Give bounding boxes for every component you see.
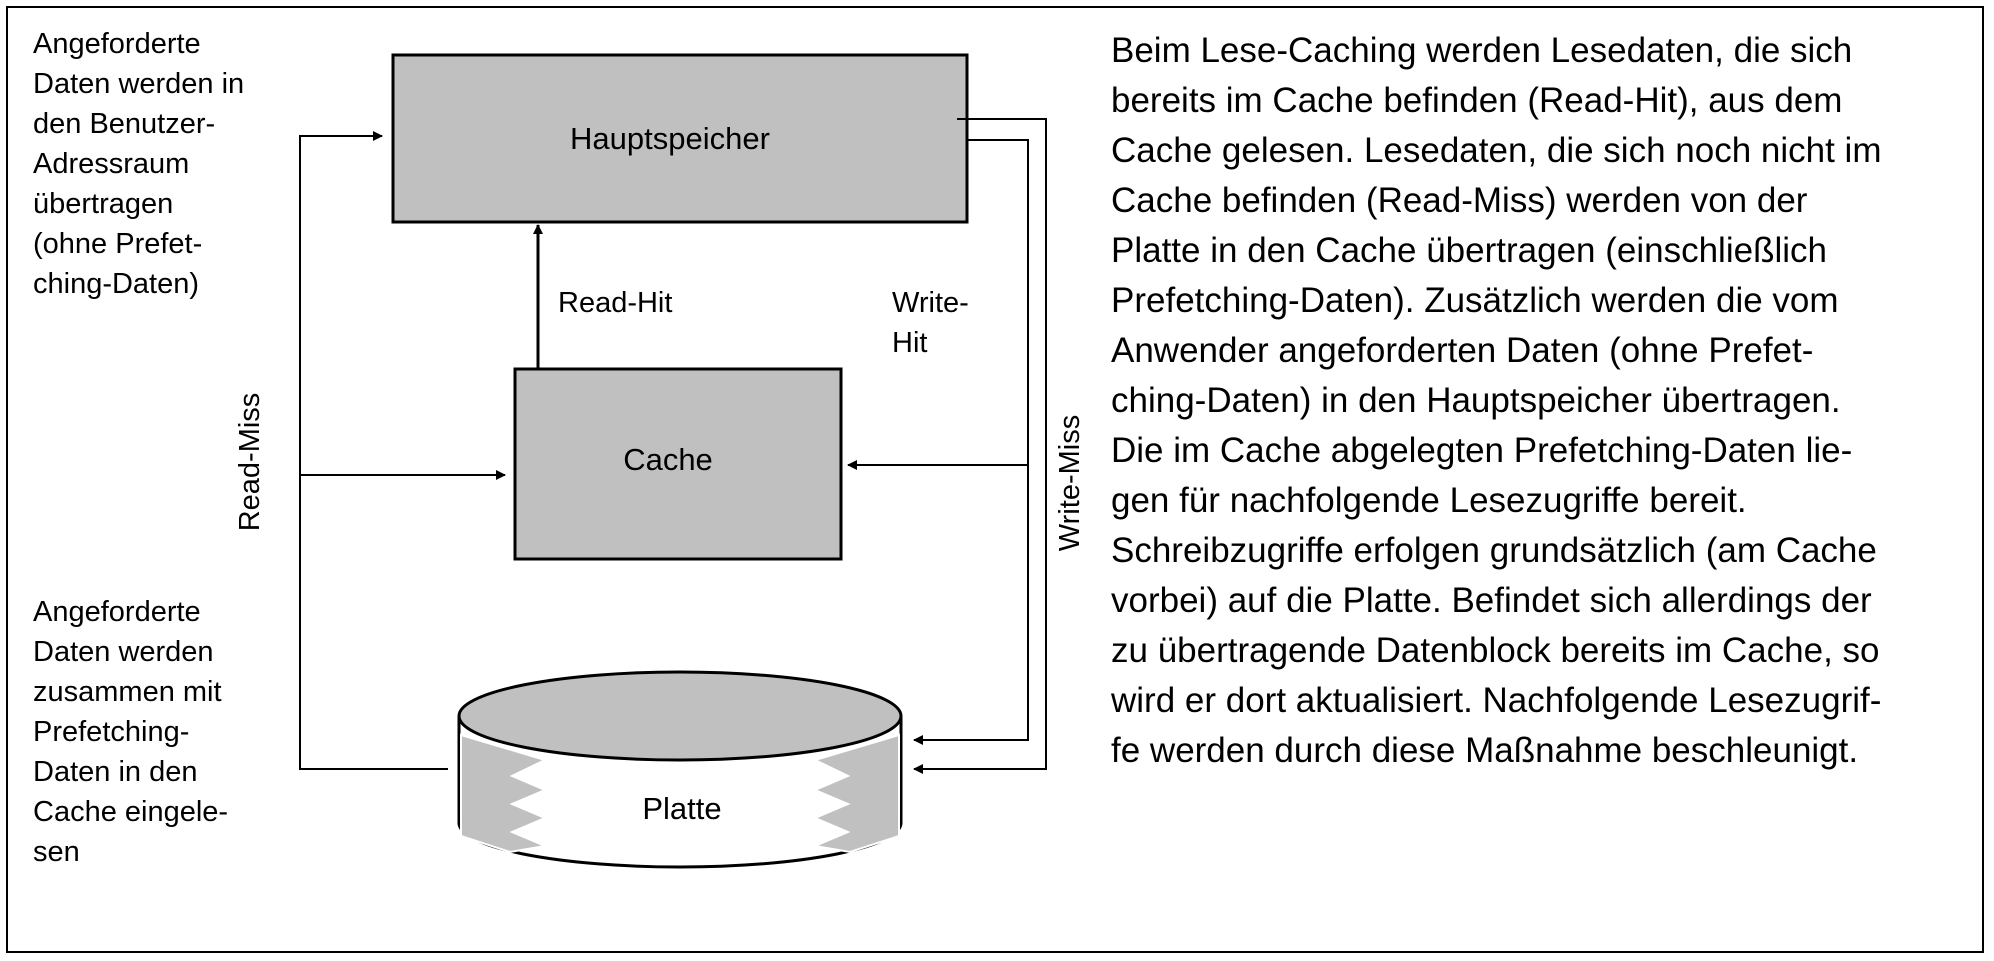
note-line: (ohne Prefet-	[33, 228, 203, 260]
description-line: wird er dort aktualisiert. Nachfolgende …	[1111, 681, 1882, 720]
note-line: Cache eingele-	[33, 796, 229, 828]
note-line: Prefetching-	[33, 716, 190, 748]
note-line: Daten in den	[33, 756, 198, 788]
description-line: ching-Daten) in den Hauptspeicher übertr…	[1111, 381, 1841, 420]
description-line: Prefetching-Daten). Zusätzlich werden di…	[1111, 281, 1839, 320]
write-miss-line	[913, 118, 1047, 774]
description-line: Cache befinden (Read-Miss) werden von de…	[1111, 181, 1808, 220]
note-line: übertragen	[33, 188, 174, 220]
description-text: Beim Lese-Caching werden Lesedaten, die …	[1111, 26, 1881, 776]
description-line: bereits im Cache befinden (Read-Hit), au…	[1111, 81, 1843, 120]
note-line: zusammen mit	[33, 676, 222, 708]
description-line: Anwender angeforderten Daten (ohne Prefe…	[1111, 331, 1814, 370]
write-miss-label: Write-Miss	[1054, 415, 1086, 551]
write-hit-label: Write- Hit	[892, 287, 977, 359]
platte-right-shading	[811, 733, 900, 854]
note-read-to-user-space: Angeforderte Daten werden in den Benutze…	[33, 24, 244, 304]
note-line: ching-Daten)	[33, 268, 200, 300]
note-line: den Benutzer-	[33, 108, 216, 140]
cache-box	[513, 367, 843, 561]
description-line: fe werden durch diese Maßnahme beschleun…	[1111, 731, 1859, 770]
description-line: vorbei) auf die Platte. Befindet sich al…	[1111, 581, 1872, 620]
description-line: Die im Cache abgelegten Prefetching-Date…	[1111, 431, 1853, 470]
hauptspeicher-label: Hauptspeicher	[570, 121, 770, 156]
figure-frame	[6, 6, 1984, 953]
note-line: Angeforderte	[33, 596, 201, 628]
note-read-into-cache: Angeforderte Daten werden zusammen mit P…	[33, 592, 228, 872]
description-line: Beim Lese-Caching werden Lesedaten, die …	[1111, 31, 1853, 70]
description-line: Cache gelesen. Lesedaten, die sich noch …	[1111, 131, 1882, 170]
platte-cylinder-top	[457, 670, 903, 762]
platte-label: Platte	[642, 791, 721, 826]
note-line: Angeforderte	[33, 28, 201, 60]
note-line: Daten werden in	[33, 68, 245, 100]
note-line: Daten werden	[33, 636, 214, 668]
read-miss-line	[299, 131, 448, 770]
node-cache: Cache	[513, 367, 843, 561]
cache-label: Cache	[623, 442, 713, 477]
note-line: sen	[33, 836, 80, 868]
read-hit-label: Read-Hit	[558, 287, 672, 319]
read-miss-label: Read-Miss	[234, 393, 266, 532]
write-hit-label-line-1: Write-	[892, 287, 969, 319]
description-line: Platte in den Cache übertragen (einschli…	[1111, 231, 1827, 270]
description-line: gen für nachfolgende Lesezugriffe bereit…	[1111, 481, 1747, 520]
node-hauptspeicher: Hauptspeicher	[391, 53, 969, 224]
note-line: Adressraum	[33, 148, 190, 180]
node-platte: Platte	[457, 670, 903, 869]
description-line: zu übertragende Datenblock bereits im Ca…	[1111, 631, 1880, 670]
hauptspeicher-box	[391, 53, 969, 224]
platte-left-shading	[460, 733, 549, 854]
write-hit-line	[913, 139, 1029, 745]
description-line: Schreibzugriffe erfolgen grundsätzlich (…	[1111, 531, 1877, 570]
write-hit-label-line-2: Hit	[892, 327, 927, 359]
